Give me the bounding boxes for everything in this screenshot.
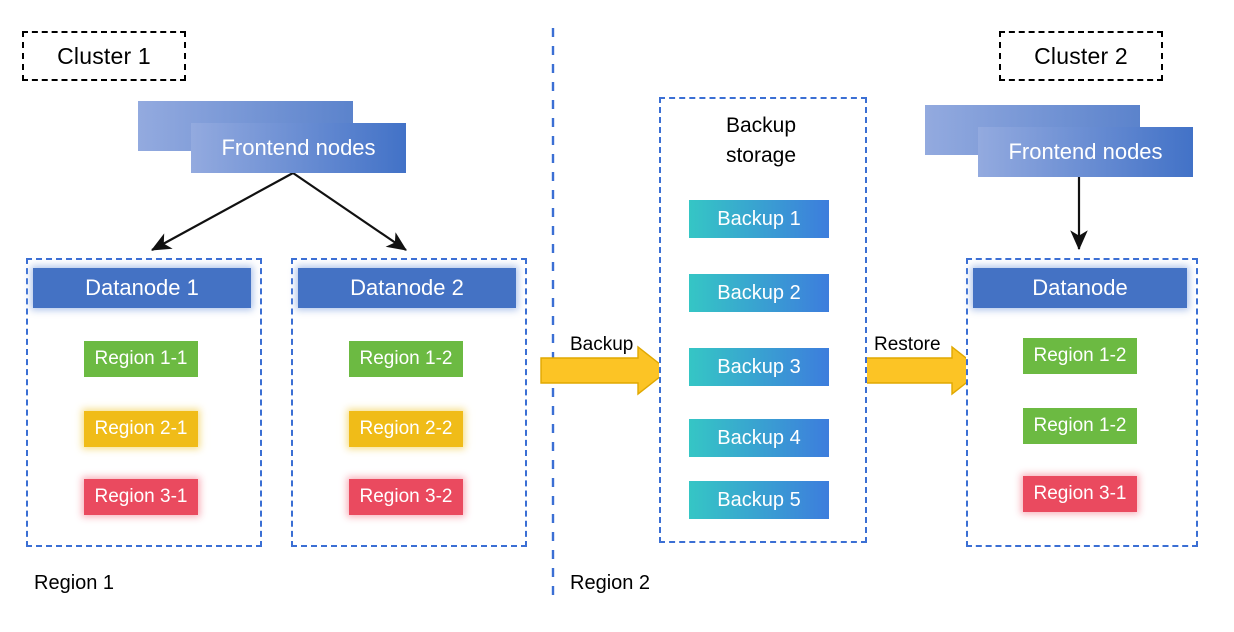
restore-arrow-label-text: Restore	[874, 334, 941, 355]
backup-item-4-label: Backup 4	[717, 426, 801, 449]
cluster2-title-text: Cluster 2	[1034, 42, 1128, 69]
cluster1-frontend-nodes[interactable]: Frontend nodes	[138, 101, 406, 173]
datanode2-region-3-label: Region 3-2	[359, 486, 453, 507]
backup-storage-title: Backup storage	[679, 111, 843, 171]
backup-arrow-label-text: Backup	[570, 334, 634, 355]
datanode2-region-1[interactable]: Region 1-2	[349, 341, 463, 377]
datanode1-region-3-label: Region 3-1	[94, 486, 188, 507]
cluster1-title-text: Cluster 1	[57, 42, 151, 69]
cluster2-datanode-region-3[interactable]: Region 3-1	[1023, 476, 1137, 512]
cluster2-datanode-region-1-label: Region 1-2	[1033, 345, 1127, 366]
datanode1-region-3[interactable]: Region 3-1	[84, 479, 198, 515]
frontend-nodes-front-layer: Frontend nodes	[191, 123, 406, 173]
backup-item-5-label: Backup 5	[717, 488, 801, 511]
backup-item-3[interactable]: Backup 3	[689, 348, 829, 386]
cluster2-frontend-label: Frontend nodes	[1008, 139, 1163, 164]
datanode2-header-label: Datanode 2	[350, 275, 464, 300]
region-label-right: Region 2	[570, 572, 650, 595]
cluster2-datanode-region-3-label: Region 3-1	[1033, 483, 1127, 504]
backup-storage-title-line1: Backup	[725, 114, 797, 137]
cluster2-title-box: Cluster 2	[999, 31, 1163, 81]
backup-item-1-label: Backup 1	[717, 207, 801, 230]
datanode1-header-label: Datanode 1	[85, 275, 199, 300]
backup-arrow-label: Backup	[570, 334, 633, 356]
backup-item-2-label: Backup 2	[717, 281, 801, 304]
frontend-nodes-front-layer-2: Frontend nodes	[978, 127, 1193, 177]
region-label-left: Region 1	[34, 572, 114, 595]
backup-item-3-label: Backup 3	[717, 355, 801, 378]
cluster2-datanode-region-2-label: Region 1-2	[1033, 415, 1127, 436]
cluster2-frontend-nodes[interactable]: Frontend nodes	[925, 105, 1193, 177]
restore-arrow-label: Restore	[874, 334, 941, 356]
arrow-frontend-to-datanode2	[292, 172, 407, 251]
backup-item-4[interactable]: Backup 4	[689, 419, 829, 457]
datanode1-region-1-label: Region 1-1	[94, 348, 188, 369]
datanode2-header[interactable]: Datanode 2	[298, 268, 516, 308]
backup-storage-title-line2: storage	[725, 144, 797, 167]
datanode2-region-1-label: Region 1-2	[359, 348, 453, 369]
region-label-right-text: Region 2	[570, 572, 651, 594]
datanode2-region-2[interactable]: Region 2-2	[349, 411, 463, 447]
cluster1-title-box: Cluster 1	[22, 31, 186, 81]
datanode1-region-2-label: Region 2-1	[94, 418, 188, 439]
backup-item-1[interactable]: Backup 1	[689, 200, 829, 238]
backup-item-2[interactable]: Backup 2	[689, 274, 829, 312]
datanode2-region-2-label: Region 2-2	[359, 418, 453, 439]
cluster1-frontend-label: Frontend nodes	[221, 135, 376, 160]
datanode1-region-2[interactable]: Region 2-1	[84, 411, 198, 447]
cluster2-datanode-region-1[interactable]: Region 1-2	[1023, 338, 1137, 374]
cluster2-datanode-header-label: Datanode	[1032, 275, 1128, 300]
datanode1-region-1[interactable]: Region 1-1	[84, 341, 198, 377]
backup-item-5[interactable]: Backup 5	[689, 481, 829, 519]
arrow-frontend-to-datanode1	[151, 172, 294, 251]
datanode2-region-3[interactable]: Region 3-2	[349, 479, 463, 515]
cluster2-datanode-header[interactable]: Datanode	[973, 268, 1187, 308]
datanode1-header[interactable]: Datanode 1	[33, 268, 251, 308]
region-label-left-text: Region 1	[34, 572, 115, 594]
backup-storage-container	[659, 97, 867, 543]
cluster2-datanode-region-2[interactable]: Region 1-2	[1023, 408, 1137, 444]
